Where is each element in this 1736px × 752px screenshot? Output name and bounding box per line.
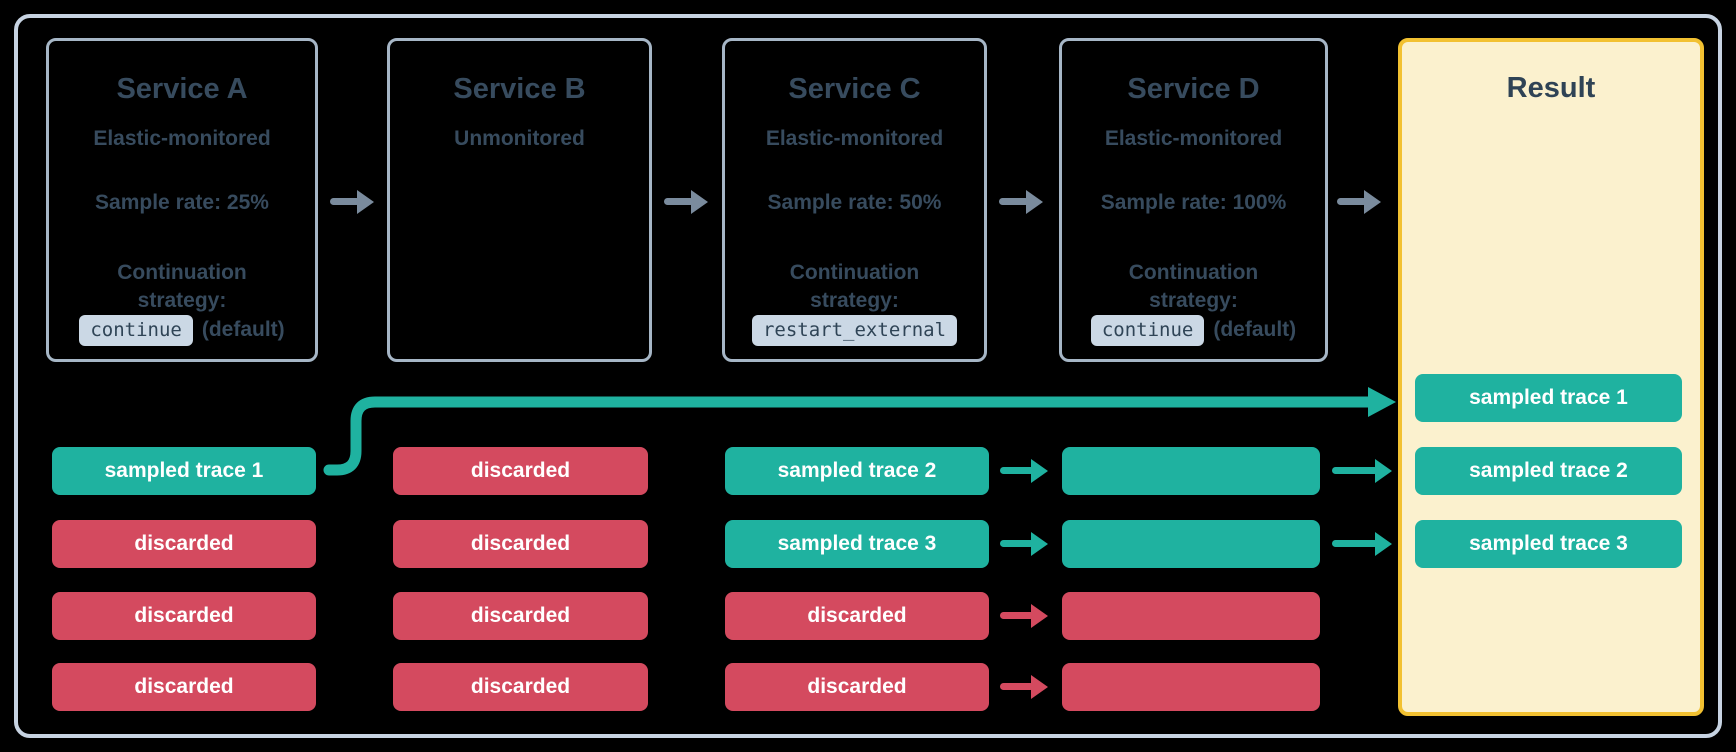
code-chip: continue (1090, 314, 1205, 346)
right-arrow-icon-discarded (1000, 675, 1048, 699)
service-d-continuation-label: Continuation strategy: (1062, 259, 1325, 315)
service-a-continuation-label: Continuation strategy: (49, 259, 315, 315)
service-b-monitoring: Unmonitored (454, 127, 585, 150)
result-trace-pill: sampled trace 3 (1415, 520, 1682, 568)
service-b-box: Service B Unmonitored (387, 38, 652, 362)
continuation-line1: Continuation (117, 261, 247, 284)
right-arrow-icon-b-to-c (664, 190, 708, 214)
trace-pill-label: sampled trace 3 (1469, 532, 1628, 555)
right-arrow-icon-c-to-d (999, 190, 1043, 214)
result-title: Result (1506, 72, 1596, 104)
trace-pill-label: discarded (807, 675, 907, 698)
service-d-box: Service D Elastic-monitored Sample rate:… (1059, 38, 1328, 362)
right-arrow-icon-discarded (1000, 604, 1048, 628)
trace-pill-label: discarded (134, 675, 234, 698)
trace-pill: discarded (393, 592, 648, 640)
trace-pill-label: sampled trace 1 (104, 459, 264, 482)
service-d-sample-rate: Sample rate: 100% (1100, 191, 1287, 214)
trace-pill: discarded (52, 663, 316, 711)
continuation-line1: Continuation (789, 261, 920, 284)
right-arrow-icon-sampled (1000, 459, 1048, 483)
continuation-line2: strategy: (137, 289, 227, 312)
continuation-line1: Continuation (1128, 261, 1259, 284)
service-d-title: Service D (1127, 73, 1260, 105)
trace-pill: discarded (52, 592, 316, 640)
trace-pill-label: discarded (807, 604, 907, 627)
trace-pill: discarded (725, 592, 989, 640)
trace-pill: discarded (393, 447, 648, 495)
service-d-strategy: continue (default) (1062, 313, 1325, 347)
trace-pill-label: discarded (134, 604, 234, 627)
trace-pill (1062, 447, 1320, 495)
service-b-title: Service B (453, 73, 586, 105)
result-trace-pill: sampled trace 1 (1415, 374, 1682, 422)
trace-pill: sampled trace 1 (52, 447, 316, 495)
service-a-monitoring: Elastic-monitored (93, 127, 271, 150)
right-arrow-icon-sampled (1332, 459, 1392, 483)
service-c-sample-rate: Sample rate: 50% (767, 191, 942, 214)
service-c-monitoring: Elastic-monitored (765, 127, 944, 150)
trace-pill: discarded (725, 663, 989, 711)
service-a-box: Service A Elastic-monitored Sample rate:… (46, 38, 318, 362)
trace-pill-label: discarded (470, 675, 571, 698)
service-c-title: Service C (788, 73, 921, 105)
service-d-monitoring: Elastic-monitored (1104, 127, 1283, 150)
trace-pill-label: sampled trace 2 (777, 459, 937, 482)
strategy-default-suffix: (default) (1213, 318, 1297, 341)
trace-pill (1062, 592, 1320, 640)
trace-pill-label: sampled trace 2 (1469, 459, 1628, 482)
trace-pill (1062, 663, 1320, 711)
continuation-line2: strategy: (1149, 289, 1238, 312)
trace-pill: discarded (393, 663, 648, 711)
right-arrow-icon-d-to-result (1337, 190, 1381, 214)
right-arrow-icon-sampled (1332, 532, 1392, 556)
service-a-strategy: continue (default) (49, 313, 315, 347)
trace-pill-label: discarded (134, 532, 234, 555)
trace-pill: sampled trace 3 (725, 520, 989, 568)
right-arrow-icon-sampled (1000, 532, 1048, 556)
trace-pill: discarded (393, 520, 648, 568)
service-a-title: Service A (116, 73, 248, 105)
trace-pill-label: sampled trace 3 (777, 532, 937, 555)
trace-pill-label: discarded (470, 604, 571, 627)
trace-pill: sampled trace 2 (725, 447, 989, 495)
continuation-line2: strategy: (810, 289, 899, 312)
trace-pill-label: discarded (470, 459, 571, 482)
service-c-strategy: restart_external (725, 313, 984, 347)
trace-pill (1062, 520, 1320, 568)
code-chip: restart_external (751, 314, 958, 346)
result-trace-pill: sampled trace 2 (1415, 447, 1682, 495)
trace-pill: discarded (52, 520, 316, 568)
service-c-continuation-label: Continuation strategy: (725, 259, 984, 315)
code-chip: continue (79, 314, 193, 346)
strategy-default-suffix: (default) (201, 318, 285, 341)
right-arrow-icon-a-to-b (330, 190, 374, 214)
service-a-sample-rate: Sample rate: 25% (95, 191, 269, 214)
trace-pill-label: sampled trace 1 (1469, 386, 1628, 409)
trace-pill-label: discarded (470, 532, 571, 555)
service-c-box: Service C Elastic-monitored Sample rate:… (722, 38, 987, 362)
